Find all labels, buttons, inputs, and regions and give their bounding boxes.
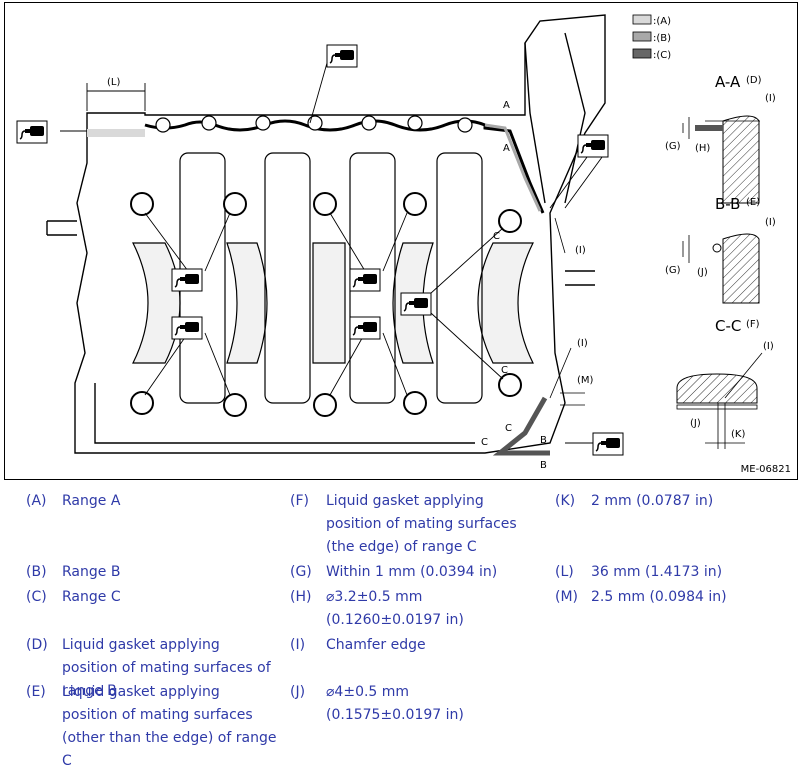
legend-key: (G) (290, 564, 312, 580)
engine-block-figure: :(A) :(B) :(C) (4, 2, 798, 480)
legend-text: Chamfer edge (326, 637, 426, 653)
crankcase-illustration: :(A) :(B) :(C) (16, 14, 776, 471)
callout-l: (L) (107, 77, 120, 88)
figure-code: ME-06821 (740, 464, 791, 475)
legend-text: Liquid gasket applying position of matin… (326, 493, 517, 555)
section-b-b: B-B (E) (I) (G) (J) (665, 195, 776, 304)
gasket-tube-icon (171, 316, 203, 340)
callout-i: (I) (765, 217, 776, 228)
legend-text: Liquid gasket applying position of matin… (62, 637, 271, 699)
callout-i: (I) (577, 338, 588, 349)
section-c-c: C-C (F) (I) (J) (K) (676, 317, 774, 449)
legend-key: (I) (290, 637, 306, 653)
legend-key: (B) (26, 564, 47, 580)
legend-key: (M) (555, 589, 579, 605)
top-bolt-holes (155, 115, 473, 133)
legend-key: (C) (26, 589, 47, 605)
section-mark-c: C (481, 437, 488, 448)
callout-m: (M) (577, 375, 594, 386)
gasket-tube-icon (349, 268, 381, 292)
legend-key: (E) (26, 684, 46, 700)
callout-g: (G) (665, 141, 681, 152)
section-c-c-tag: (F) (746, 319, 760, 330)
legend-text: Liquid gasket applying position of matin… (62, 684, 277, 769)
section-mark-b: B (540, 435, 547, 446)
legend-text: Range C (62, 589, 121, 605)
crank-journals (132, 152, 534, 404)
callout-h: (H) (695, 143, 710, 154)
section-a-a-title: A-A (715, 73, 741, 91)
callout-j: (J) (690, 418, 701, 429)
gasket-tube-icon (577, 134, 609, 158)
section-b-b-tag: (E) (746, 197, 760, 208)
section-a-a: A-A (D) (I) (G) (H) (665, 73, 776, 204)
legend-key: (A) (26, 493, 47, 509)
legend-key: (J) (290, 684, 306, 700)
swatch-c-label: :(C) (653, 50, 671, 61)
swatch-b-label: :(B) (653, 33, 671, 44)
section-mark-c: C (493, 231, 500, 242)
range-swatch-legend: :(A) :(B) :(C) (632, 14, 671, 61)
legend-key: (L) (555, 564, 574, 580)
section-mark-a: A (503, 100, 510, 111)
section-c-c-title: C-C (715, 317, 741, 335)
range-a-band (87, 129, 145, 137)
gasket-tube-icon (326, 44, 358, 68)
section-b-b-title: B-B (715, 195, 740, 213)
legend-text: ⌀3.2±0.5 mm (0.1260±0.0197 in) (326, 589, 464, 628)
legend-key: (H) (290, 589, 312, 605)
legend-text: 36 mm (1.4173 in) (591, 564, 723, 580)
gasket-tube-icon (349, 316, 381, 340)
section-a-a-tag: (D) (746, 75, 762, 86)
gasket-tube-icon (400, 292, 432, 316)
section-mark-a: A (503, 143, 510, 154)
legend-text: Range A (62, 493, 121, 509)
gasket-tube-icon (171, 268, 203, 292)
section-mark-c: C (501, 365, 508, 376)
section-mark-b: B (540, 460, 547, 471)
leader-lines (60, 62, 606, 444)
callout-j: (J) (697, 267, 708, 278)
legend-text: ⌀4±0.5 mm (0.1575±0.0197 in) (326, 684, 464, 723)
callout-k: (K) (731, 429, 745, 440)
main-bolt-circles (130, 192, 522, 417)
legend-text: 2 mm (0.0787 in) (591, 493, 714, 509)
legend-key: (F) (290, 493, 309, 509)
dimension-l (86, 83, 146, 111)
section-mark-c: C (505, 423, 512, 434)
legend-key: (K) (555, 493, 576, 509)
gasket-tube-icon (16, 120, 48, 144)
swatch-a-label: :(A) (653, 16, 671, 27)
legend-table: (A) Range A (B) Range B (C) Range C (D) … (0, 488, 804, 769)
callout-i: (I) (763, 341, 774, 352)
callout-i: (I) (765, 93, 776, 104)
legend-text: Within 1 mm (0.0394 in) (326, 564, 498, 580)
callout-i: (I) (575, 245, 586, 256)
legend-text: 2.5 mm (0.0984 in) (591, 589, 727, 605)
callout-g: (G) (665, 265, 681, 276)
legend-key: (D) (26, 637, 48, 653)
gasket-tube-icon (592, 432, 624, 456)
legend-text: Range B (62, 564, 121, 580)
range-c-band (492, 396, 550, 456)
